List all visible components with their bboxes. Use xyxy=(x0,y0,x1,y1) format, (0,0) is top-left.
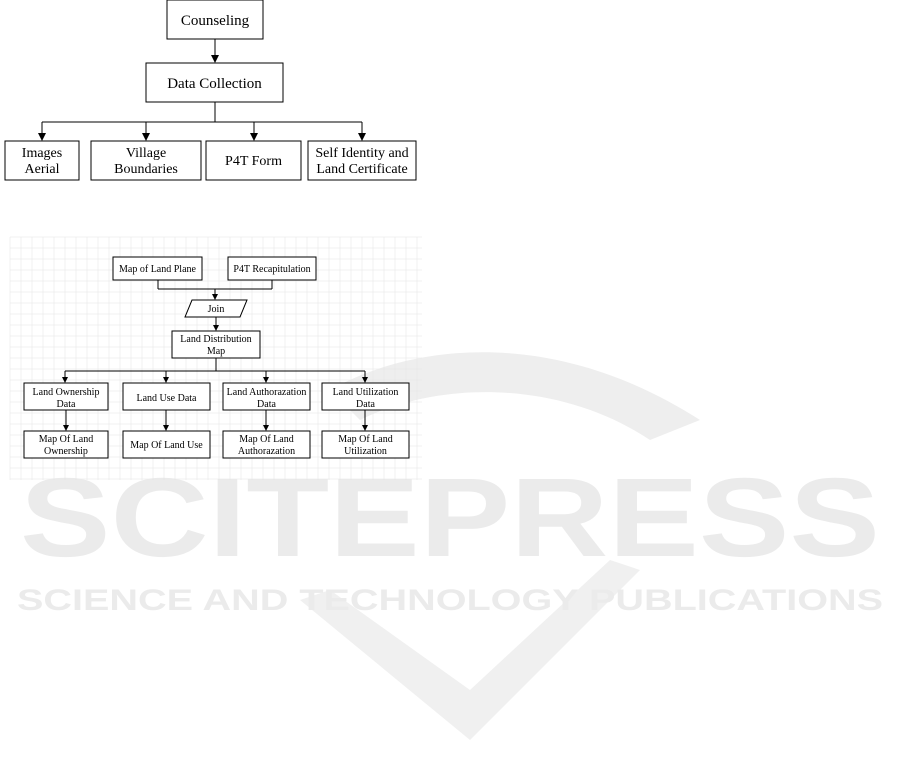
self-identity-label-2: Land Certificate xyxy=(316,162,407,177)
ownership-data-label-2: Data xyxy=(57,399,76,410)
p4t-form-box xyxy=(205,140,302,181)
map-authorazation-label-2: Authorazation xyxy=(238,446,295,457)
map-utilization-label-1: Map Of Land xyxy=(338,434,392,445)
map-ownership-label-2: Ownership xyxy=(44,446,88,457)
join-parallelogram xyxy=(184,299,248,318)
map-use-box xyxy=(122,430,211,459)
land-distribution-label-2: Map xyxy=(207,346,225,357)
p4t-form-label: P4T Form xyxy=(225,154,282,169)
land-distribution-box xyxy=(171,330,261,359)
map-authorazation-label-1: Map Of Land xyxy=(239,434,293,445)
diagram-data-collection: Counseling Data Collection Images Aerial… xyxy=(4,0,417,181)
authorazation-data-label-2: Data xyxy=(257,399,276,410)
map-land-plane-label: Map of Land Plane xyxy=(119,264,196,275)
watermark-swoosh-lower xyxy=(300,560,640,740)
use-data-box xyxy=(122,382,211,411)
counseling-label: Counseling xyxy=(181,13,250,29)
watermark-title: SCITEPRESS xyxy=(20,455,880,580)
join-label: Join xyxy=(208,304,225,315)
village-boundaries-label-1: Village xyxy=(126,146,166,161)
ownership-data-label-1: Land Ownership xyxy=(33,387,100,398)
map-utilization-label-2: Utilization xyxy=(344,446,387,457)
images-aerial-box xyxy=(4,140,80,181)
self-identity-label-1: Self Identity and xyxy=(315,146,408,161)
watermark-swoosh xyxy=(330,352,700,440)
data-collection-label: Data Collection xyxy=(167,76,262,92)
p4t-recap-label: P4T Recapitulation xyxy=(233,264,310,275)
map-ownership-label-1: Map Of Land xyxy=(39,434,93,445)
images-aerial-label-1: Images xyxy=(22,146,62,161)
village-boundaries-box xyxy=(90,140,202,181)
diagram-land-map-flow: Map of Land Plane P4T Recapitulation Joi… xyxy=(9,236,422,480)
village-boundaries-label-2: Boundaries xyxy=(114,162,178,177)
watermark-tagline: SCIENCE AND TECHNOLOGY PUBLICATIONS xyxy=(17,584,883,617)
map-authorazation-box xyxy=(222,430,311,459)
use-data-label: Land Use Data xyxy=(137,393,198,404)
watermark: SCITEPRESS SCIENCE AND TECHNOLOGY PUBLIC… xyxy=(17,352,883,740)
land-distribution-label-1: Land Distribution xyxy=(180,334,251,345)
map-use-label: Map Of Land Use xyxy=(130,440,203,451)
authorazation-data-label-1: Land Authorazation xyxy=(227,387,307,398)
map-utilization-box xyxy=(321,430,410,459)
utilization-data-label-1: Land Utilization xyxy=(333,387,399,398)
map-ownership-box xyxy=(23,430,109,459)
self-identity-box xyxy=(307,140,417,181)
utilization-data-label-2: Data xyxy=(356,399,375,410)
images-aerial-label-2: Aerial xyxy=(25,162,60,177)
